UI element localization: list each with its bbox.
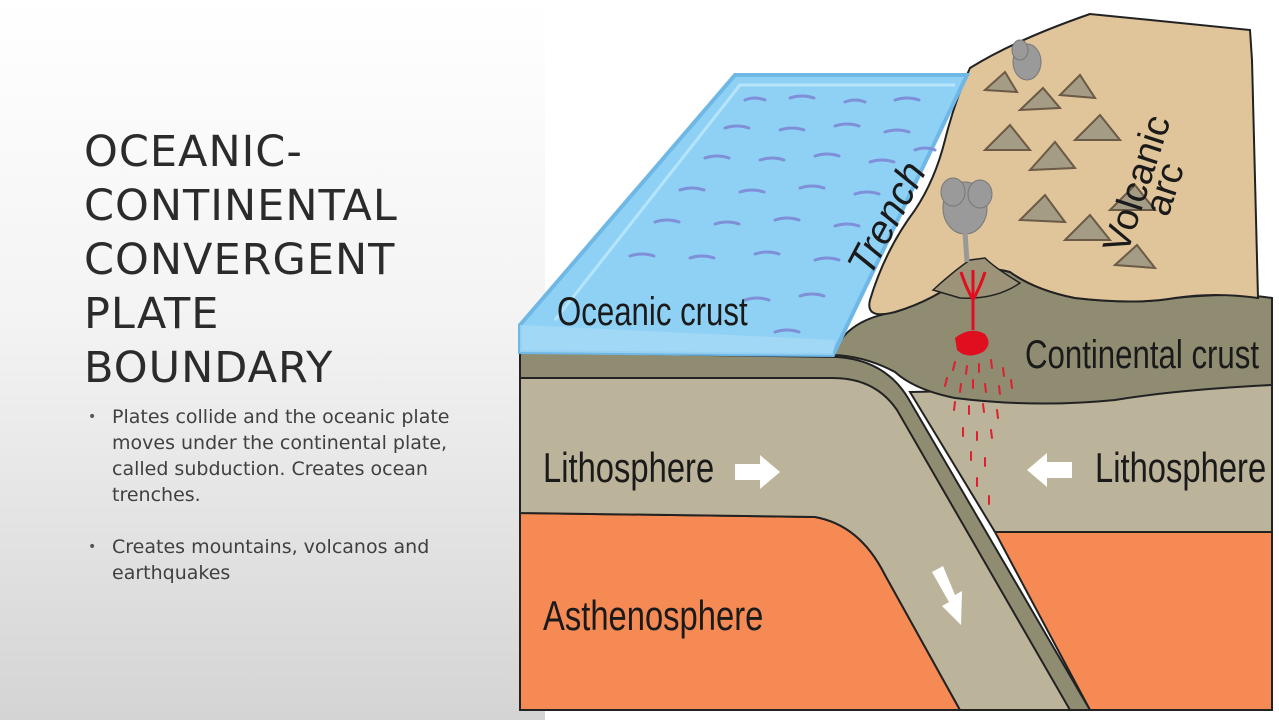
label-continental-crust: Continental crust [1025, 332, 1259, 377]
label-lithosphere-right: Lithosphere [1095, 444, 1266, 491]
title-line: PLATE [84, 288, 220, 339]
waves [628, 94, 937, 334]
down-arrow [932, 566, 962, 625]
label-asthenosphere: Asthenosphere [543, 592, 763, 639]
mountain-peaks [982, 70, 1158, 270]
right-arrow [735, 455, 780, 489]
slide-title: OCEANIC- CONTINENTAL CONVERGENT PLATE BO… [84, 125, 524, 395]
magma-chamber [955, 330, 989, 356]
label-oceanic-crust: Oceanic crust [557, 289, 748, 334]
volcano-smoke [940, 39, 1042, 235]
ocean-inner-edge [553, 83, 955, 321]
melt-droplets [944, 359, 1013, 505]
title-line: CONVERGENT [84, 234, 396, 285]
oceanic-crust-band [519, 350, 1092, 711]
left-arrow [1027, 453, 1072, 487]
bullet-item: Plates collide and the oceanic plate mov… [88, 404, 488, 508]
title-line: CONTINENTAL [84, 180, 398, 231]
subduction-diagram: Oceanic crust Continental crust Lithosph… [518, 12, 1273, 711]
ocean-front [520, 325, 835, 355]
title-line: OCEANIC- [84, 126, 303, 177]
title-line: BOUNDARY [84, 342, 334, 393]
volcano-cone [931, 257, 1022, 299]
bullet-list: Plates collide and the oceanic plate mov… [88, 404, 488, 612]
smoke-column [962, 231, 970, 263]
text-panel: OCEANIC- CONTINENTAL CONVERGENT PLATE BO… [0, 0, 545, 720]
label-lithosphere-left: Lithosphere [543, 444, 714, 491]
bullet-item: Creates mountains, volcanos and earthqua… [88, 534, 488, 586]
magma-conduit [959, 270, 987, 330]
